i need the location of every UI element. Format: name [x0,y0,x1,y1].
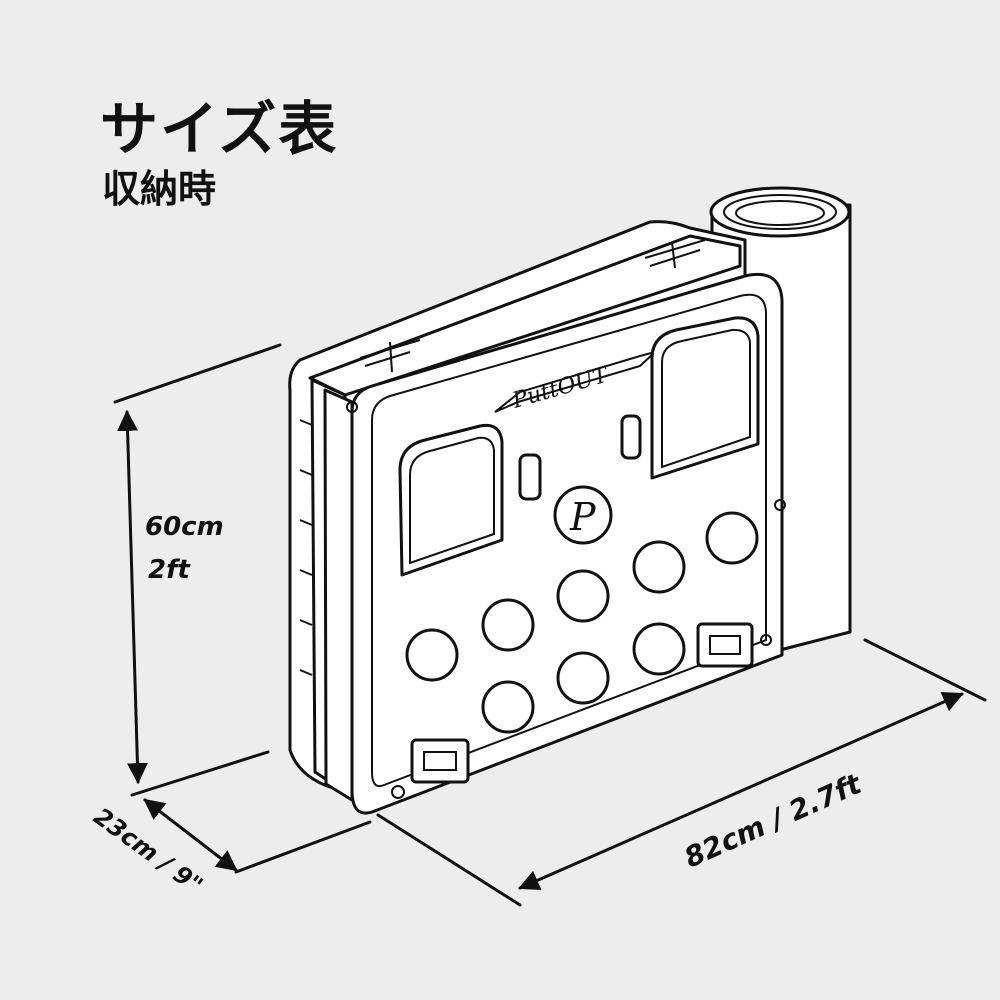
top-clip-right [644,239,706,269]
hole [705,511,759,565]
hole [481,598,535,652]
putting-holes [405,511,759,734]
height-cm-label: 60cm [145,512,224,542]
depth-label: 23cm / 9" [88,802,207,899]
hole [481,680,535,734]
hole [632,622,686,676]
hole [556,569,610,623]
hole [556,651,610,705]
height-ft-label: 2ft [148,555,191,585]
latch-right [696,622,754,668]
page-title: サイズ表 [100,95,339,163]
width-label: 82cm / 2.7ft [679,766,867,874]
depth-dimension: 23cm / 9" [88,798,372,900]
top-clip-left [359,339,421,373]
logo-letter: P [569,495,597,539]
left-pocket [398,423,504,577]
hole [632,540,686,594]
slot-right [620,414,642,460]
latch-left [410,738,470,784]
page-subtitle: 収納時 [102,167,217,211]
height-dimension: 60cm 2ft [113,343,282,797]
logo-emblem: P [553,485,613,545]
front-panel: PuttOUT P [346,273,786,815]
right-pocket [650,316,760,480]
hole [405,628,459,682]
slot-left [518,453,542,501]
